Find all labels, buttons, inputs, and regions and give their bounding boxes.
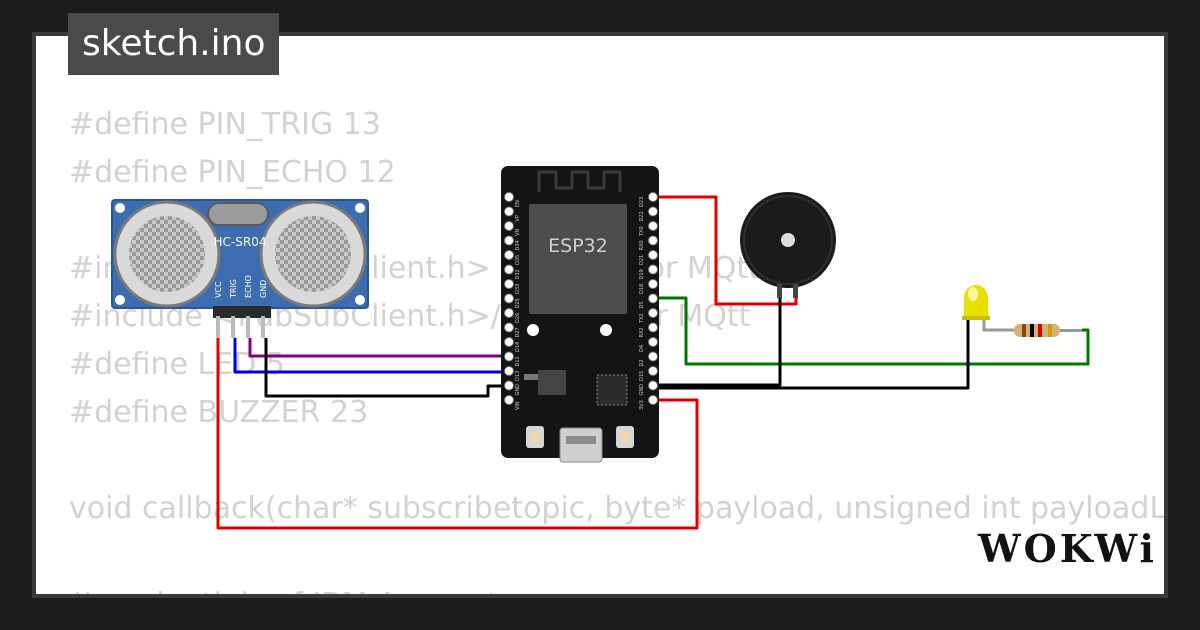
esp32-pin-label: D34 [515,240,521,250]
esp32-pin-hole[interactable] [648,337,658,347]
esp32-pin-hole[interactable] [504,366,514,376]
esp32-pin-label: RX0 [639,240,645,250]
esp32-pin-hole[interactable] [504,221,514,231]
resistor[interactable] [1014,324,1082,337]
esp32-pin-hole[interactable] [504,395,514,405]
esp32-pin-label: TX2 [639,313,645,324]
led[interactable] [962,285,990,320]
esp32-pin-label: D35 [515,255,521,265]
esp32-label: ESP32 [548,235,608,257]
esp32-pin-hole[interactable] [648,221,658,231]
code-line: #define PIN_ECHO 12 [69,155,396,190]
esp32-pin-hole[interactable] [648,322,658,333]
esp32-pin-label: D14 [515,342,521,352]
esp32-pin-hole[interactable] [648,250,658,260]
esp32-pin-label: D5 [639,301,645,308]
esp32-pin-hole[interactable] [648,308,658,318]
esp32-pin-hole[interactable] [648,351,658,362]
esp32-pin-label: TX0 [639,226,645,237]
buzzer[interactable] [740,192,836,298]
esp32-pin-label: VIN [515,401,521,410]
esp32-pin-label: D25 [515,298,521,308]
esp32-pin-hole[interactable] [504,293,514,304]
esp32-pin-hole[interactable] [504,250,514,260]
esp32-pin-label: D12 [515,356,521,366]
esp32-pin-label: D22 [639,211,645,221]
wires [216,195,1090,530]
esp32-pin-label: D27 [515,327,521,337]
sensor-pin-label: GND [259,280,268,298]
esp32-pin-label: 3V3 [639,400,645,410]
esp32-pin-label: D19 [639,269,645,279]
esp32-pin-label: D33 [515,284,521,294]
esp32-pin-hole[interactable] [648,395,658,405]
ultrasonic-sensor[interactable]: HC-SR04 VCC TRIG ECHO GND [111,199,369,338]
esp32-pin-label: D23 [639,197,645,207]
esp32-pin-hole[interactable] [648,380,658,391]
esp32-pin-hole[interactable] [504,264,514,275]
esp32-pin-hole[interactable] [504,279,514,289]
code-line: // credentials of IBM Accounts [69,581,1164,594]
esp32-pin-label: D32 [515,269,521,279]
esp32-pin-hole[interactable] [648,279,658,289]
esp32-pin-label: D21 [639,255,645,265]
esp32-pin-label: RX2 [639,327,645,337]
esp32-pin-label: D26 [515,313,521,323]
esp32-pin-label: VN [515,229,521,236]
esp32-pin-label: D13 [515,371,521,381]
esp32-pin-label: GND [639,384,645,396]
file-tab[interactable]: sketch.ino [68,13,280,75]
esp32-pin-hole[interactable] [504,322,514,333]
esp32-pin-label: VP [515,215,521,221]
wokwi-logo: WOKWi [978,526,1157,571]
esp32-pin-hole[interactable] [648,366,658,376]
sensor-label: HC-SR04 [214,235,267,249]
esp32-pin-hole[interactable] [648,235,658,246]
esp32-pin-hole[interactable] [504,337,514,347]
esp32-pin-label: D18 [639,284,645,294]
esp32-pin-label: D4 [639,345,645,352]
esp32-pin-hole[interactable] [648,264,658,275]
code-line: void callback(char* subscribetopic, byte… [69,491,1164,526]
esp32-pin-hole[interactable] [648,192,658,202]
code-line: #define LED 5 [69,347,285,382]
esp32-pin-label: GND [515,384,521,396]
esp32-pin-hole[interactable] [504,206,514,217]
esp32-pin-hole[interactable] [504,235,514,246]
esp32-pin-hole[interactable] [648,206,658,217]
esp32-pin-hole[interactable] [504,351,514,362]
code-line: #define BUZZER 23 [69,395,369,430]
esp32-pin-hole[interactable] [504,380,514,391]
esp32-pin-label: D2 [639,359,645,366]
esp32-pin-label: EN [515,200,521,207]
esp32-pin-hole[interactable] [504,308,514,318]
sensor-pin-label: ECHO [244,275,253,298]
esp32-pin-hole[interactable] [504,192,514,202]
sensor-pin-label: TRIG [229,279,238,299]
sensor-pin-label: VCC [214,281,223,298]
esp32-board[interactable]: ESP32 ENVPVND34D35D32D33D25D26D27D14D12D… [501,166,659,463]
esp32-pin-hole[interactable] [648,293,658,304]
esp32-pin-label: D15 [639,371,645,381]
code-line: #define PIN_TRIG 13 [69,107,381,142]
